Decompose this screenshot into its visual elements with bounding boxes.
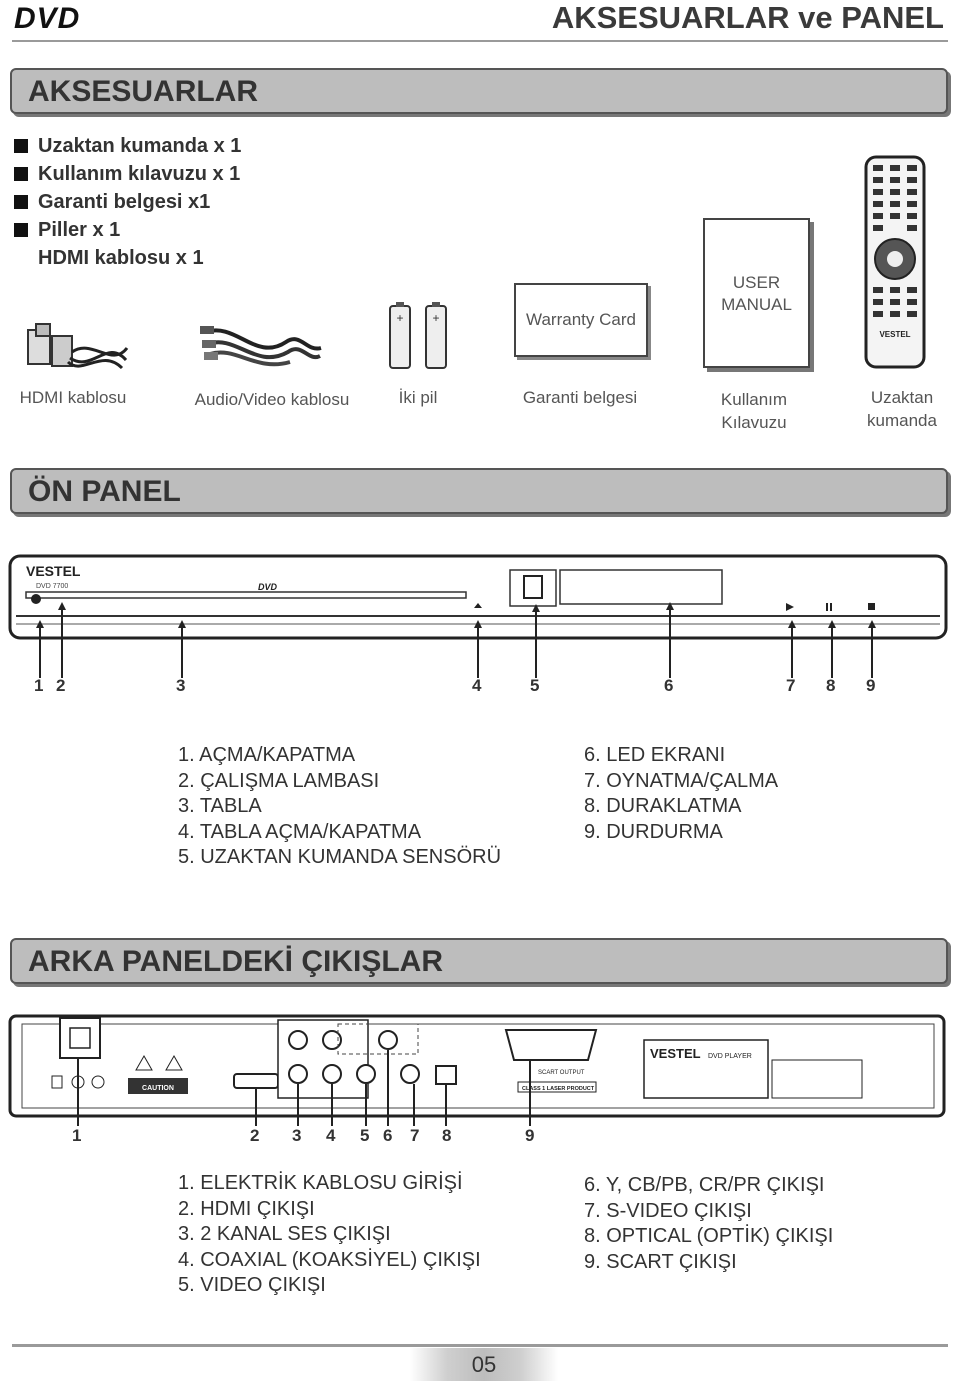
- caption-av-cable: Audio/Video kablosu: [194, 390, 350, 409]
- page-title: AKSESUARLAR ve PANEL: [551, 0, 944, 35]
- caution-label: CAUTION: [142, 1085, 174, 1092]
- bullet-icon: [14, 195, 28, 209]
- caption-manual: Kullanım Kılavuzu: [720, 390, 788, 432]
- legend-item: 8. OPTICAL (OPTİK) ÇIKIŞI: [584, 1225, 834, 1247]
- front-legend-right: 6. LED EKRANI 7. OYNATMA/ÇALMA 8. DURAKL…: [584, 743, 778, 845]
- stop-icon: [868, 603, 875, 610]
- front-panel-heading-bar: ÖN PANEL: [10, 468, 948, 514]
- callout-number: 8: [826, 676, 836, 695]
- optical-port: [435, 1065, 457, 1085]
- legend-item: 9. SCART ÇIKIŞI: [584, 1250, 737, 1273]
- callout-number: 3: [176, 676, 186, 695]
- rear-panel-diagram: CAUTION SCART OUTPUT CLASS 1 LASER PRODU…: [8, 1014, 946, 1126]
- svg-text:DVD PLAYER: DVD PLAYER: [708, 1053, 752, 1060]
- header-divider: [12, 40, 948, 42]
- list-item: HDMI kablosu x 1: [38, 247, 204, 269]
- legend-item: 2. HDMI ÇIKIŞI: [178, 1197, 315, 1220]
- remote-control-image: VESTEL: [864, 155, 926, 369]
- hdmi-port: [233, 1073, 279, 1089]
- callout-number: 3: [292, 1126, 302, 1145]
- caption-warranty: Garanti belgesi: [522, 388, 638, 407]
- front-brand-label: VESTEL: [26, 563, 81, 579]
- caption-hdmi-cable: HDMI kablosu: [19, 388, 127, 407]
- callout-number: 7: [410, 1126, 420, 1145]
- callout-number: 6: [664, 676, 674, 695]
- accessories-list: Uzaktan kumanda x 1 Kullanım kılavuzu x …: [14, 132, 241, 272]
- rear-panel-heading-bar: ARKA PANELDEKİ ÇIKIŞLAR: [10, 938, 948, 984]
- legend-item: 6. Y, CB/PB, CR/PR ÇIKIŞI: [584, 1174, 825, 1196]
- legend-item: 5. VIDEO ÇIKIŞI: [178, 1274, 326, 1296]
- accessories-heading: AKSESUARLAR: [28, 75, 259, 108]
- svg-text:+: +: [396, 311, 403, 325]
- callout-number: 4: [472, 676, 482, 695]
- front-panel-diagram: VESTEL DVD 7700 DVD: [8, 554, 948, 678]
- eject-icon: [474, 603, 482, 608]
- warranty-card-image: Warranty Card: [514, 283, 648, 357]
- legend-item: 2. ÇALIŞMA LAMBASI: [178, 769, 380, 792]
- legend-item: 3. TABLA: [178, 795, 262, 817]
- legend-item: 3. 2 KANAL SES ÇIKIŞI: [178, 1223, 391, 1245]
- bullet-icon: [14, 139, 28, 153]
- list-item: Garanti belgesi x1: [14, 188, 241, 216]
- legend-item: 1. AÇMA/KAPATMA: [178, 744, 356, 766]
- svg-text:CLASS 1 LASER PRODUCT: CLASS 1 LASER PRODUCT: [522, 1086, 595, 1092]
- accessories-heading-bar: AKSESUARLAR: [10, 68, 948, 114]
- dvd-logo: DVD: [14, 2, 81, 35]
- rear-brand-label: VESTEL: [650, 1046, 701, 1061]
- svg-text:SCART OUTPUT: SCART OUTPUT: [538, 1070, 585, 1076]
- legend-item: 8. DURAKLATMA: [584, 795, 742, 817]
- av-cable-icon: [200, 326, 322, 367]
- footer-divider: [12, 1344, 948, 1347]
- list-item: Kullanım kılavuzu x 1: [14, 160, 241, 188]
- scart-port: [504, 1029, 598, 1061]
- power-icon: [31, 594, 41, 604]
- callout-number: 2: [56, 676, 66, 695]
- batteries-icon: + +: [389, 302, 447, 369]
- list-item: Uzaktan kumanda x 1: [14, 132, 241, 160]
- callout-number: 8: [442, 1126, 452, 1145]
- led-display: [559, 569, 723, 605]
- legend-item: 6. LED EKRANI: [584, 744, 726, 766]
- callout-number: 5: [530, 676, 540, 695]
- caption-batteries: İki pil: [398, 388, 438, 407]
- callout-number: 2: [250, 1126, 260, 1145]
- callout-number: 6: [383, 1126, 393, 1145]
- callout-number: 4: [326, 1126, 336, 1145]
- callout-number: 9: [525, 1126, 535, 1145]
- page-number: 05: [410, 1348, 558, 1381]
- callout-number: 9: [866, 676, 876, 695]
- remote-brand-label: VESTEL: [879, 330, 910, 339]
- callout-number: 7: [786, 676, 796, 695]
- callout-number: 5: [360, 1126, 370, 1145]
- front-legend-left: 1. AÇMA/KAPATMA 2. ÇALIŞMA LAMBASI 3. TA…: [178, 743, 501, 871]
- rear-legend-right: 6. Y, CB/PB, CR/PR ÇIKIŞI 7. S-VIDEO ÇIK…: [584, 1173, 833, 1275]
- list-item: Piller x 1: [14, 216, 241, 244]
- svg-text:+: +: [432, 311, 439, 325]
- callout-number: 1: [72, 1126, 82, 1145]
- front-dvd-logo: DVD: [258, 582, 278, 592]
- callout-number: 1: [34, 676, 44, 695]
- legend-item: 4. COAXIAL (KOAKSİYEL) ÇIKIŞI: [178, 1248, 481, 1271]
- pause-icon: [826, 603, 828, 611]
- play-icon: [786, 603, 794, 611]
- legend-item: 1. ELEKTRİK KABLOSU GİRİŞİ: [178, 1172, 463, 1194]
- front-panel-heading: ÖN PANEL: [28, 475, 181, 508]
- bullet-icon: [14, 223, 28, 237]
- hdmi-cable-icon: [27, 323, 129, 370]
- rear-panel-heading: ARKA PANELDEKİ ÇIKIŞLAR: [28, 945, 444, 978]
- rear-legend-left: 1. ELEKTRİK KABLOSU GİRİŞİ 2. HDMI ÇIKIŞ…: [178, 1171, 481, 1299]
- legend-item: 4. TABLA AÇMA/KAPATMA: [178, 820, 422, 843]
- legend-item: 5. UZAKTAN KUMANDA SENSÖRÜ: [178, 846, 502, 868]
- bullet-icon: [14, 167, 28, 181]
- legend-item: 7. OYNATMA/ÇALMA: [584, 769, 779, 792]
- legend-item: 7. S-VIDEO ÇIKIŞI: [584, 1199, 752, 1222]
- caption-remote: Uzaktan kumanda: [867, 388, 937, 430]
- legend-item: 9. DURDURMA: [584, 820, 723, 843]
- front-model-label: DVD 7700: [36, 583, 68, 590]
